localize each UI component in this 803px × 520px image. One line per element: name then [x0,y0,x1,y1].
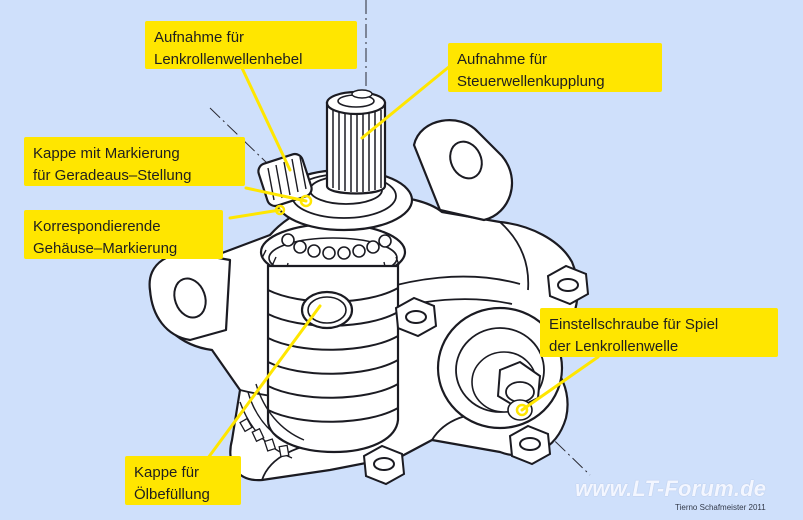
callout-line: Einstellschraube für Spiel [549,316,719,333]
callout-oelbefuellung: Kappe für Ölbefüllung [125,456,241,505]
callout-line: Ölbefüllung [134,486,210,503]
callout-line: Steuerwellenkupplung [457,73,605,90]
callout-kappe-markierung: Kappe mit Markierung für Geradeaus–Stell… [24,137,245,186]
callout-line: Aufnahme für [457,51,548,68]
callout-steuerwellenkupplung: Aufnahme für Steuerwellenkupplung [448,43,662,92]
callout-line: Aufnahme für [154,29,245,46]
callout-gehaeuse-markierung: Korrespondierende Gehäuse–Markierung [24,210,223,259]
credit-text: Tierno Schafmeister 2011 [675,503,766,512]
callout-lenkrollenwellenhebel: Aufnahme für Lenkrollenwellenhebel [145,21,357,69]
oil-filler-cap [300,290,354,330]
callout-line: Korrespondierende [33,218,161,235]
watermark: www.LT-Forum.de [575,476,767,501]
leader-endpoints [274,194,529,417]
callout-line: für Geradeaus–Stellung [33,167,192,184]
callout-line: Gehäuse–Markierung [33,240,178,257]
callout-line: Kappe für [134,464,200,481]
adjusting-screw-assembly [436,306,564,430]
callout-einstellschraube: Einstellschraube für Spiel der Lenkrolle… [540,308,778,357]
callout-line: Lenkrollenwellenhebel [154,51,303,68]
callout-line: der Lenkrollenwelle [549,338,679,355]
hex-bolts [362,264,590,486]
callout-line: Kappe mit Markierung [33,145,180,162]
mount-holes [173,140,483,319]
leader-lines [206,64,600,460]
splined-input-shaft [325,89,387,195]
